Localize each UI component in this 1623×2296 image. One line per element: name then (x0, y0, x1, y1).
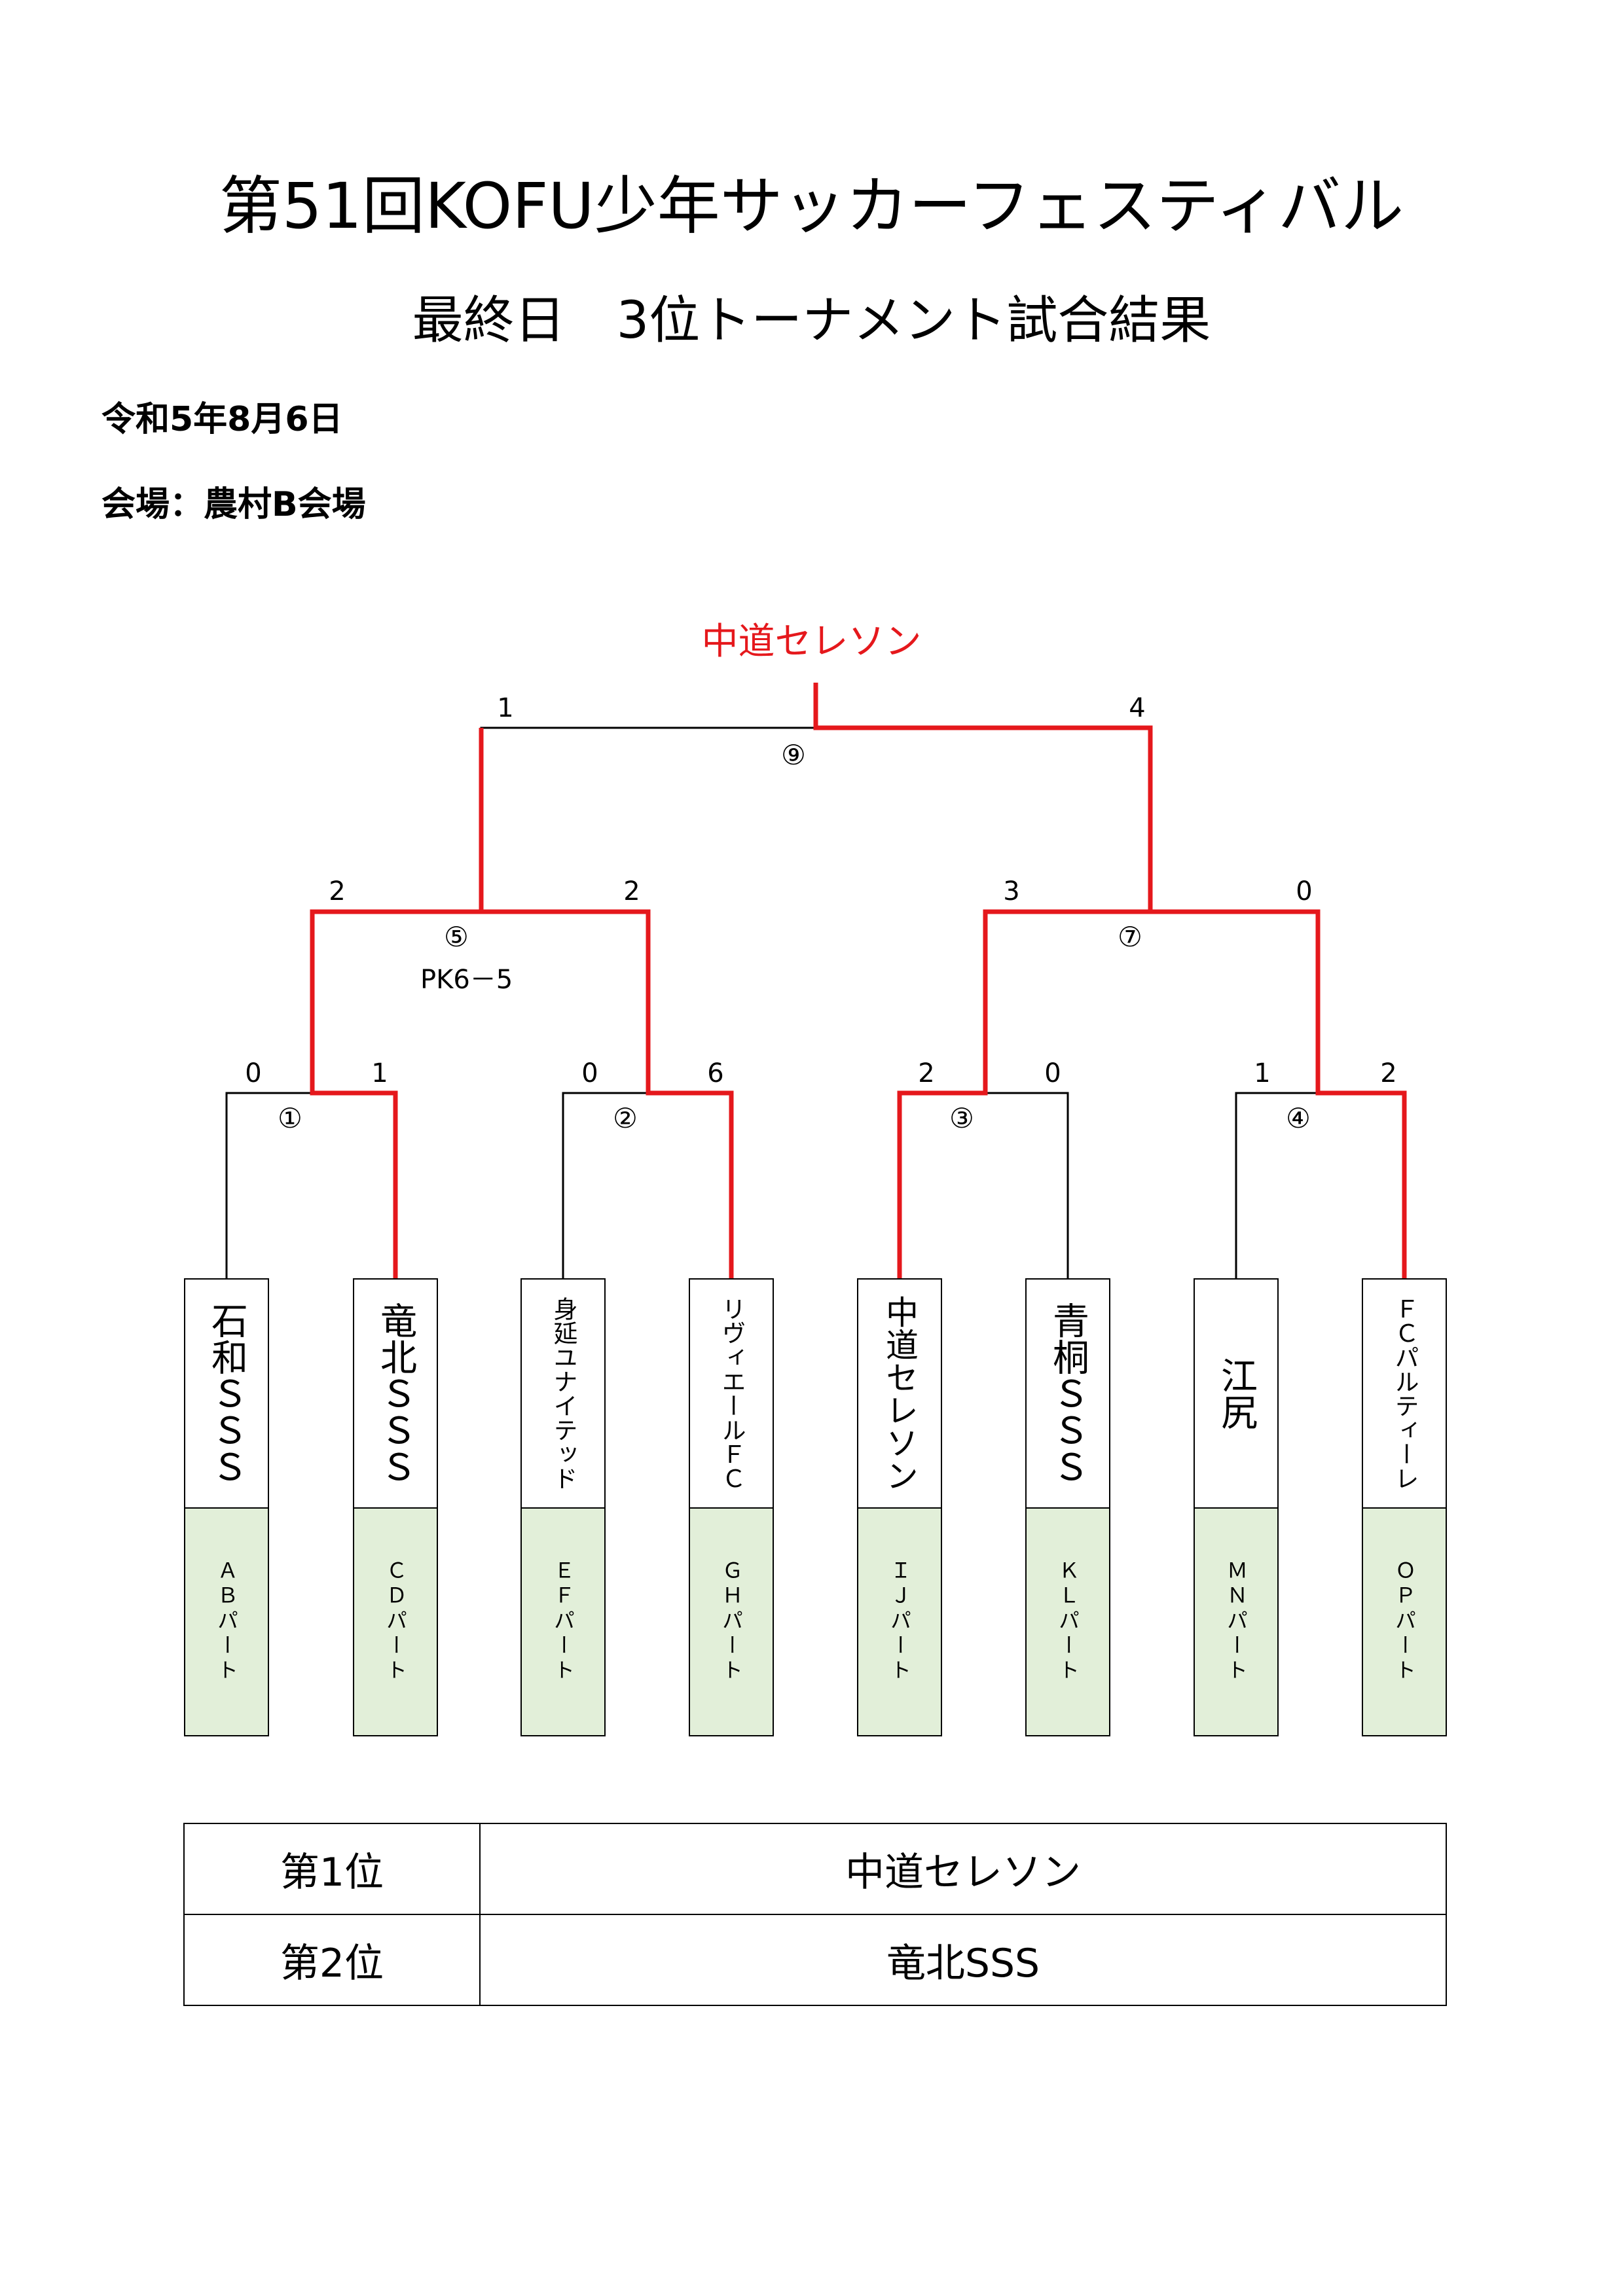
match-3-left-score: 2 (918, 1058, 934, 1088)
team-name: 身延ユナイテッド (549, 1297, 577, 1490)
winner-path-nakamichi (813, 683, 1153, 1278)
match-3-right-score: 0 (1044, 1058, 1061, 1088)
champion-name: 中道セレソン (701, 620, 922, 663)
rank-cell: 第2位 (183, 1914, 481, 2006)
team-part: ＡＢパート (214, 1560, 239, 1684)
team-name: 竜北ＳＳＳ (374, 1302, 417, 1485)
team-box: リヴィエールＦＣ ＧＨパート (689, 1278, 774, 1736)
match-5-right-score: 2 (623, 876, 640, 906)
team-name: 江尻 (1214, 1357, 1258, 1430)
winner-path-fc-partire (1150, 909, 1407, 1278)
team-cell: 中道セレソン (479, 1823, 1447, 1915)
team-name: リヴィエールＦＣ (718, 1297, 746, 1490)
table-row: 第2位 竜北SSS (183, 1914, 1447, 2006)
team-box: 身延ユナイテッド ＥＦパート (520, 1278, 606, 1736)
match-2-connector (562, 1092, 733, 1278)
page-title: 第51回KOFU少年サッカーフェスティバル (219, 170, 1404, 243)
event-date: 令和5年8月6日 (101, 400, 343, 439)
match-9-right-score: 4 (1129, 693, 1145, 723)
match-4-connector (1235, 1092, 1406, 1278)
match-1-right-score: 1 (371, 1058, 388, 1088)
match-2-left-score: 0 (581, 1058, 598, 1088)
team-part: ＩＪパート (887, 1560, 912, 1684)
match-7-label: ⑦ (1118, 921, 1142, 953)
page-subtitle: 最終日 3位トーナメント試合結果 (412, 291, 1211, 350)
match-9-left-score: 1 (497, 693, 513, 723)
team-box: 江尻 ＭＮパート (1194, 1278, 1279, 1736)
match-2-label: ② (613, 1102, 638, 1134)
team-part: ＥＦパート (551, 1560, 575, 1684)
team-part: ＧＨパート (719, 1560, 744, 1684)
team-box: 竜北ＳＳＳ ＣＤパート (353, 1278, 438, 1736)
match-2-right-score: 6 (707, 1058, 723, 1088)
match-3-connector (898, 1092, 1069, 1278)
match-9-label: ⑨ (781, 739, 806, 771)
rank-cell: 第1位 (183, 1823, 481, 1915)
results-table: 第1位 中道セレソン 第2位 竜北SSS (183, 1823, 1447, 2006)
match-7-left-score: 3 (1003, 876, 1019, 906)
match-4-left-score: 1 (1254, 1058, 1270, 1088)
team-box: 青桐ＳＳＳ ＫＬパート (1025, 1278, 1110, 1736)
team-part: ＯＰパート (1392, 1560, 1417, 1684)
team-box: 石和ＳＳＳ ＡＢパート (184, 1278, 269, 1736)
winner-path-ryuhoku (310, 728, 484, 1278)
match-1-left-score: 0 (245, 1058, 261, 1088)
winner-path-riviere (481, 909, 734, 1278)
team-part: ＭＮパート (1224, 1560, 1249, 1684)
team-part: ＫＬパート (1055, 1560, 1080, 1684)
team-name: ＦＣパルティーレ (1391, 1297, 1419, 1490)
team-box: ＦＣパルティーレ ＯＰパート (1362, 1278, 1447, 1736)
bracket-lines-base (225, 726, 1406, 1278)
match-5-pk-result: PK6－5 (420, 965, 513, 995)
team-name: 中道セレソン (881, 1295, 919, 1492)
event-venue: 会場：農村B会場 (101, 485, 366, 524)
match-4-right-score: 2 (1380, 1058, 1396, 1088)
match-5-label: ⑤ (444, 921, 469, 953)
team-part: ＣＤパート (383, 1560, 408, 1684)
team-name: 石和ＳＳＳ (205, 1302, 248, 1485)
match-1-connector (225, 1092, 397, 1278)
match-7-right-score: 0 (1296, 876, 1312, 906)
team-name: 青桐ＳＳＳ (1046, 1302, 1089, 1485)
match-4-label: ④ (1286, 1102, 1311, 1134)
bracket-lines-winners (310, 683, 1407, 1278)
match-5-left-score: 2 (329, 876, 345, 906)
match-1-label: ① (278, 1102, 302, 1134)
final-connector (480, 726, 1152, 912)
table-row: 第1位 中道セレソン (183, 1823, 1447, 1915)
match-3-label: ③ (949, 1102, 974, 1134)
team-box: 中道セレソン ＩＪパート (857, 1278, 942, 1736)
team-cell: 竜北SSS (479, 1914, 1447, 2006)
